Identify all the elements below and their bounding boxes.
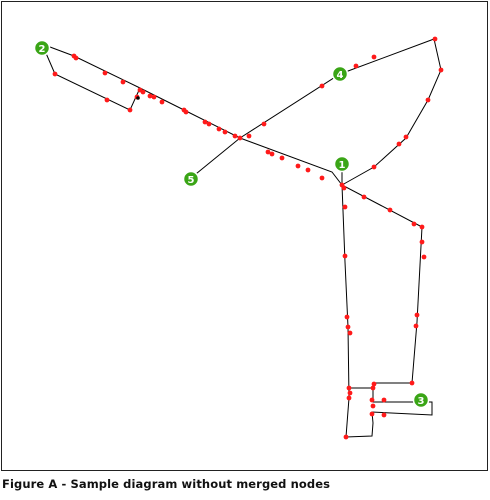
badge-label: 4 [337, 70, 344, 81]
diagram-node[interactable] [279, 155, 285, 161]
figure-caption: Figure A - Sample diagram without merged… [2, 477, 331, 491]
diagram-node[interactable] [346, 385, 352, 391]
diagram-node[interactable] [102, 70, 108, 76]
diagram-node[interactable] [183, 109, 189, 115]
diagram-node[interactable] [369, 411, 375, 417]
badge-circle [33, 39, 51, 57]
badge-circle [412, 391, 430, 409]
diagram-node[interactable] [232, 133, 238, 139]
diagram-node[interactable] [346, 395, 352, 401]
diagram-node[interactable] [104, 97, 110, 103]
link-3-jog [348, 387, 373, 398]
diagram-node[interactable] [421, 254, 427, 260]
diagram-node[interactable] [361, 194, 367, 200]
badge-label: 2 [39, 44, 46, 55]
diagram-links [41, 38, 442, 438]
badge-3[interactable]: 3 [412, 391, 430, 409]
badge-4[interactable]: 4 [331, 65, 349, 83]
link-5-apex [190, 38, 435, 179]
diagram-node[interactable] [343, 434, 349, 440]
diagram-node[interactable] [370, 385, 376, 391]
diagram-node[interactable] [371, 381, 377, 387]
diagram-node[interactable] [140, 89, 146, 95]
diagram-node[interactable] [419, 239, 425, 245]
diagram-node[interactable] [269, 151, 275, 157]
diagram-node[interactable] [319, 83, 325, 89]
diagram-node[interactable] [432, 36, 438, 42]
diagram-node[interactable] [353, 63, 359, 69]
diagram-node[interactable] [246, 133, 252, 139]
badge-label: 1 [339, 160, 346, 171]
badge-1[interactable]: 1 [333, 155, 351, 173]
diagram-node[interactable] [381, 397, 387, 403]
diagram-node[interactable] [409, 380, 415, 386]
node-badges: 1 2 3 4 5 [33, 39, 430, 409]
badge-2[interactable]: 2 [33, 39, 51, 57]
diagram-node[interactable] [411, 221, 417, 227]
network-diagram: 1 2 3 4 5 [33, 36, 444, 440]
diagram-node[interactable] [127, 107, 133, 113]
link-2-loop [41, 43, 141, 111]
diagram-node[interactable] [202, 119, 208, 125]
diagram-node[interactable] [206, 121, 212, 127]
diagram-node[interactable] [396, 141, 402, 147]
diagram-node[interactable] [237, 135, 243, 141]
diagram-node[interactable] [341, 185, 347, 191]
diagram-node[interactable] [265, 149, 271, 155]
diagram-node[interactable] [342, 204, 348, 210]
badge-circle [331, 65, 349, 83]
diagram-node[interactable] [216, 126, 222, 132]
badge-5[interactable]: 5 [182, 170, 200, 188]
diagram-node[interactable] [222, 129, 228, 135]
diagram-node[interactable] [344, 314, 350, 320]
diagram-node[interactable] [438, 67, 444, 73]
diagram-node[interactable] [147, 93, 153, 99]
junction-node[interactable] [136, 96, 140, 100]
diagram-node[interactable] [295, 163, 301, 169]
badge-label: 5 [188, 175, 195, 186]
diagram-node[interactable] [371, 164, 377, 170]
diagram-nodes [52, 36, 444, 440]
diagram-node[interactable] [347, 390, 353, 396]
diagram-node[interactable] [319, 175, 325, 181]
diagram-node[interactable] [345, 324, 351, 330]
diagram-node[interactable] [120, 79, 126, 85]
diagram-frame: 1 2 3 4 5 [1, 1, 488, 471]
diagram-node[interactable] [369, 397, 375, 403]
link-2-east [41, 43, 423, 228]
diagram-node[interactable] [381, 412, 387, 418]
diagram-node[interactable] [305, 167, 311, 173]
diagram-node[interactable] [371, 54, 377, 60]
diagram-node[interactable] [52, 71, 58, 77]
badge-circle [333, 155, 351, 173]
diagram-node[interactable] [370, 403, 376, 409]
diagram-node[interactable] [73, 55, 79, 61]
diagram-node[interactable] [261, 121, 267, 127]
diagram-node[interactable] [425, 97, 431, 103]
diagram-node[interactable] [342, 253, 348, 259]
diagram-node[interactable] [419, 224, 425, 230]
diagram-node[interactable] [414, 312, 420, 318]
diagram-node[interactable] [151, 94, 157, 100]
diagram-node[interactable] [403, 134, 409, 140]
badge-label: 3 [418, 396, 425, 407]
diagram-node[interactable] [387, 207, 393, 213]
diagram-node[interactable] [347, 330, 353, 336]
diagram-node[interactable] [413, 323, 419, 329]
link-apex-1 [341, 38, 442, 186]
badge-circle [182, 170, 200, 188]
diagram-node[interactable] [159, 99, 165, 105]
